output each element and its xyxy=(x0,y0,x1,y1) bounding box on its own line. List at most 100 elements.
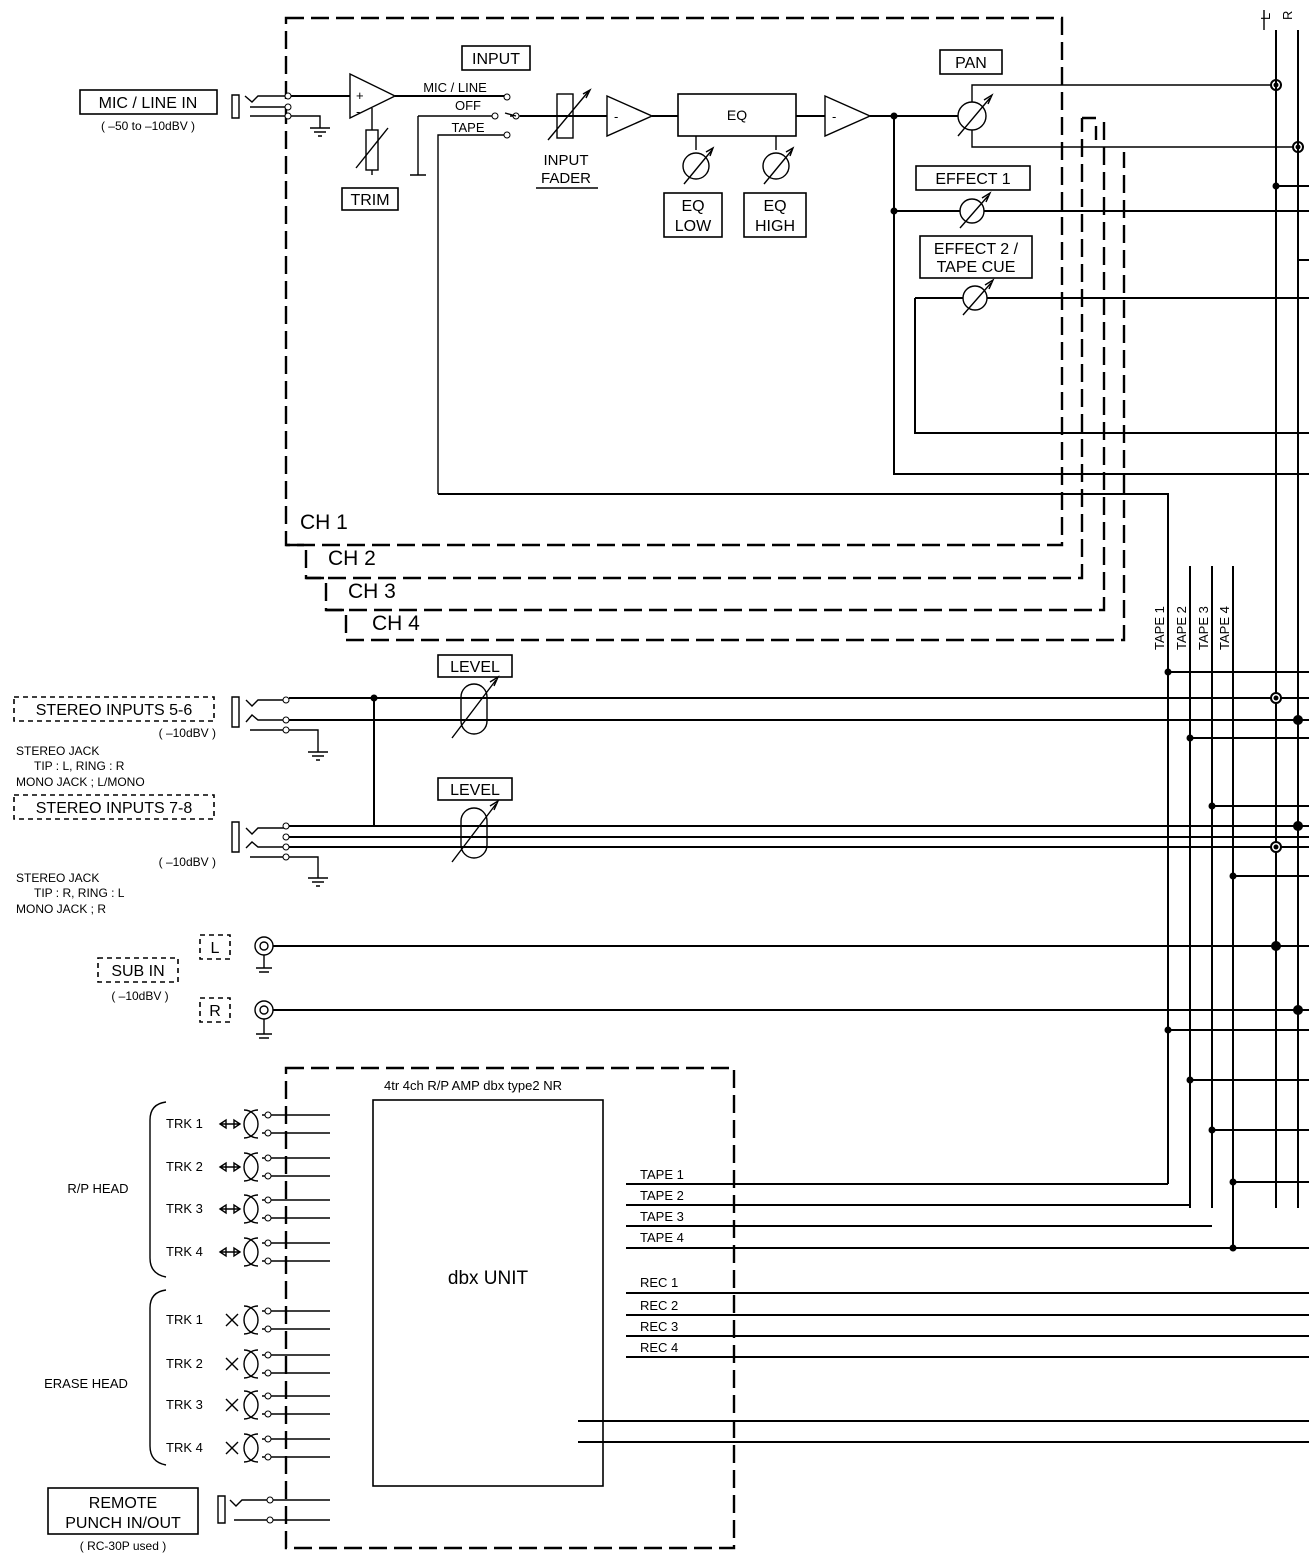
eq-high-knob-icon xyxy=(762,146,795,185)
stereo56-box xyxy=(13,696,215,722)
rec-out-4: REC 4 xyxy=(640,1340,678,1355)
mic-line-in-label: MIC / LINE IN xyxy=(99,95,198,112)
level2-label: LEVEL xyxy=(450,782,500,799)
stereo78-box xyxy=(13,794,215,820)
rp-head-icons xyxy=(218,1109,330,1267)
buffer-amp-1 xyxy=(606,94,654,138)
rp-head-label: R/P HEAD xyxy=(67,1181,128,1196)
input-fader-label-2: FADER xyxy=(541,170,591,187)
remote-label-1: REMOTE xyxy=(89,1495,157,1512)
input-fader-label-1: INPUT xyxy=(544,152,589,169)
stereo56-jack-icon xyxy=(231,696,328,761)
svg-text:-: - xyxy=(614,109,618,124)
erase-trk1-label: TRK 1 xyxy=(166,1312,203,1327)
eq-low-knob-icon xyxy=(682,146,715,185)
remote-jack-icon xyxy=(217,1495,330,1524)
erase-heads: TRK 1 TRK 2 TRK 3 TRK 4 xyxy=(166,1312,203,1455)
erase-trk3-label: TRK 3 xyxy=(166,1397,203,1412)
svg-text:-: - xyxy=(832,109,836,124)
eq-high-label-1: EQ xyxy=(763,198,786,215)
level2-box xyxy=(437,777,513,801)
channel-frames xyxy=(284,16,1126,642)
sub-r-box xyxy=(199,997,231,1023)
rec-outputs: REC 1 REC 2 REC 3 REC 4 xyxy=(578,1275,1309,1443)
bus-l-label: L xyxy=(1258,13,1273,20)
sel-off: OFF xyxy=(455,98,481,113)
rp-trk2-label: TRK 2 xyxy=(166,1159,203,1174)
rp-trk1-label: TRK 1 xyxy=(166,1116,203,1131)
erase-head-icons xyxy=(225,1305,330,1463)
erase-trk4-label: TRK 4 xyxy=(166,1440,203,1455)
dbx-unit-label: dbx UNIT xyxy=(448,1268,529,1289)
rec-out-3: REC 3 xyxy=(640,1319,678,1334)
rca-jack-l-icon xyxy=(254,936,274,973)
tape-out-3: TAPE 3 xyxy=(640,1209,684,1224)
rec-out-2: REC 2 xyxy=(640,1298,678,1313)
ch4-label: CH 4 xyxy=(372,612,420,635)
mic-line-in-level: ( –50 to –10dBV ) xyxy=(101,119,195,133)
tape-bus xyxy=(1167,566,1234,1248)
eq-high-box xyxy=(743,192,807,238)
pan-knob-icon xyxy=(957,84,1298,148)
dbx-unit-block xyxy=(372,1099,604,1487)
main-bus xyxy=(1263,10,1299,1208)
sub-in-box xyxy=(97,957,179,983)
input-select-box xyxy=(461,45,531,71)
effect2-label-1: EFFECT 2 / xyxy=(934,241,1019,258)
bus-taps xyxy=(1164,668,1309,1186)
level1-box xyxy=(437,654,513,678)
stereo56-label: STEREO INPUTS 5-6 xyxy=(36,702,193,719)
ch2-label: CH 2 xyxy=(328,547,376,570)
stereo78-note-2: TIP : R, RING : L xyxy=(34,886,125,900)
remote-label-2: PUNCH IN/OUT xyxy=(65,1515,181,1532)
sel-mic-line: MIC / LINE xyxy=(423,80,487,95)
ch3-label: CH 3 xyxy=(348,580,396,603)
buffer-amp-2 xyxy=(824,94,872,138)
mic-jack-icon xyxy=(231,92,330,137)
amp-frame xyxy=(284,1066,736,1550)
stereo78-note-3: MONO JACK ; R xyxy=(16,902,106,916)
stereo56-note-3: MONO JACK ; L/MONO xyxy=(16,775,145,789)
sub-r-label: R xyxy=(209,1003,221,1020)
sub-in-label: SUB IN xyxy=(111,963,164,980)
svg-text:-: - xyxy=(356,104,360,119)
input-fader xyxy=(520,88,607,141)
stereo56-note-2: TIP : L, RING : R xyxy=(34,759,125,773)
effect2-box xyxy=(919,235,1033,279)
tape-bus-3: TAPE 3 xyxy=(1196,606,1211,650)
effect1-label: EFFECT 1 xyxy=(935,171,1010,188)
trim-label: TRIM xyxy=(350,192,389,209)
mic-line-in-box xyxy=(79,89,218,115)
amp-title: 4tr 4ch R/P AMP dbx type2 NR xyxy=(384,1078,562,1093)
input-selector-switch xyxy=(410,93,530,494)
svg-text:+: + xyxy=(356,88,364,103)
rp-trk4-label: TRK 4 xyxy=(166,1244,203,1259)
level1-label: LEVEL xyxy=(450,659,500,676)
mic-amp: + - xyxy=(291,72,505,175)
stereo78-label: STEREO INPUTS 7-8 xyxy=(36,800,193,817)
eq-high-label-2: HIGH xyxy=(755,218,795,235)
sub-in-level: ( –10dBV ) xyxy=(111,989,168,1003)
bus-r-label: R xyxy=(1280,11,1295,20)
rp-heads: TRK 1 TRK 2 TRK 3 TRK 4 xyxy=(166,1116,203,1259)
eq-label: EQ xyxy=(727,107,747,123)
sub-l-box xyxy=(199,934,231,960)
eq-low-label-2: LOW xyxy=(675,218,712,235)
eq-low-label-1: EQ xyxy=(681,198,704,215)
tape-outputs: TAPE 1 TAPE 2 TAPE 3 TAPE 4 xyxy=(626,1167,1309,1252)
tape-out-1: TAPE 1 xyxy=(640,1167,684,1182)
level1-knob-icon xyxy=(451,675,500,739)
tape-bus-1: TAPE 1 xyxy=(1152,606,1167,650)
stereo56-note-1: STEREO JACK xyxy=(16,744,99,758)
stereo78-note-1: STEREO JACK xyxy=(16,871,99,885)
effect1-box xyxy=(915,165,1031,191)
input-select-label: INPUT xyxy=(472,51,520,68)
ch1-frame xyxy=(284,16,1064,547)
pan-box xyxy=(939,49,1003,75)
level2-knob-icon xyxy=(451,799,500,863)
stereo78-level: ( –10dBV ) xyxy=(159,855,216,869)
ch4-frame xyxy=(326,152,1126,642)
erase-head-label: ERASE HEAD xyxy=(44,1376,128,1391)
pan-label: PAN xyxy=(955,55,987,72)
remote-box xyxy=(47,1487,199,1535)
